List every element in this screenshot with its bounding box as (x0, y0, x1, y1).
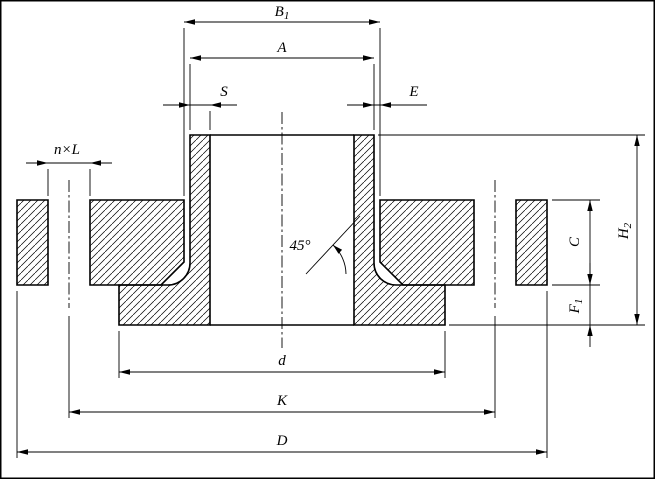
chamfer-angle-annotation: 45° (290, 215, 361, 275)
arrowhead (17, 449, 28, 455)
arrowhead (69, 409, 80, 415)
dim-label-e: E (408, 84, 418, 100)
arrowhead (484, 409, 495, 415)
arrowhead (587, 325, 593, 336)
dimension-nxl: n×L (26, 142, 112, 196)
dimension-s: S (163, 84, 237, 130)
arrowhead (587, 200, 593, 211)
dim-label-d: d (278, 353, 286, 369)
dim-label-nxl: n×L (54, 142, 80, 158)
arrowhead (37, 160, 48, 166)
arrowhead (210, 102, 221, 108)
dimension-b1: B1 (183, 4, 381, 196)
dimension-k: K (68, 316, 496, 418)
dimension-a: A (189, 40, 375, 130)
dim-label-s: S (220, 84, 228, 100)
dim-label-f1: F1 (567, 299, 585, 315)
dim-label-h2: H2 (616, 222, 634, 240)
arrowhead (363, 55, 374, 61)
dimension-h2: H2 (378, 134, 645, 326)
dim-label-k: K (276, 393, 288, 409)
arrowhead (634, 314, 640, 325)
ring-section-left-outer (16, 199, 49, 286)
arrowhead (119, 369, 130, 375)
arrowhead (184, 19, 195, 25)
dimension-f1: F1 (567, 263, 593, 347)
arrowhead (333, 245, 343, 254)
dimension-d-hub: d (118, 331, 446, 378)
centerlines (68, 112, 496, 348)
dim-label-d-outer: D (276, 433, 288, 449)
dimension-d-outer: D (16, 291, 548, 458)
arrowhead (434, 369, 445, 375)
arrowhead (90, 160, 101, 166)
dim-label-b1: B1 (275, 4, 290, 22)
arrowhead (380, 102, 391, 108)
arrowhead (634, 135, 640, 146)
collar-section-right (353, 134, 446, 326)
arrowhead (179, 102, 190, 108)
ring-section-right-inner (379, 199, 475, 286)
arrowhead (369, 19, 380, 25)
chamfer-angle-label: 45° (290, 238, 311, 254)
dim-label-a: A (276, 40, 287, 56)
ring-section-right-outer (515, 199, 548, 286)
arrowhead (190, 55, 201, 61)
arrowhead (363, 102, 374, 108)
collar-section-left (118, 134, 211, 326)
flange-cross-section (16, 134, 548, 326)
dimension-c: C (552, 199, 600, 286)
ring-section-left-inner (89, 199, 185, 286)
arrowhead (536, 449, 547, 455)
dimension-e: E (347, 84, 427, 108)
dim-label-c: C (567, 236, 583, 247)
